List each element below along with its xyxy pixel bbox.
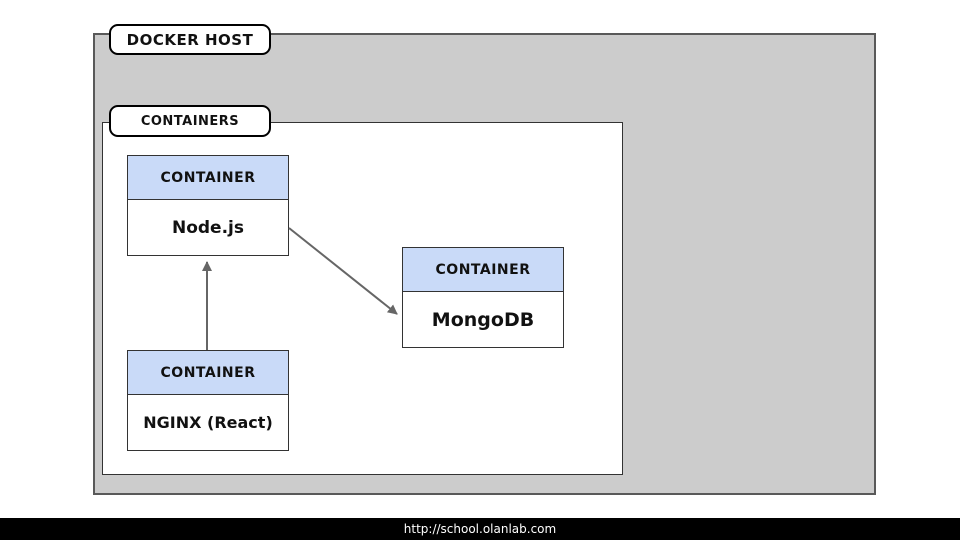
- container-box-nodejs: CONTAINER Node.js: [127, 155, 289, 256]
- footer-bar: http://school.olanlab.com: [0, 518, 960, 540]
- container-header-nodejs: CONTAINER: [128, 156, 288, 200]
- docker-host-label: DOCKER HOST: [109, 24, 271, 55]
- footer-url: http://school.olanlab.com: [403, 522, 557, 536]
- containers-label-text: CONTAINERS: [140, 113, 240, 129]
- container-header-nginx: CONTAINER: [128, 351, 288, 395]
- container-name-mongodb: MongoDB: [431, 308, 535, 331]
- container-name-nginx: NGINX (React): [143, 413, 273, 432]
- docker-host-label-text: DOCKER HOST: [126, 30, 254, 49]
- container-name-nodejs: Node.js: [171, 217, 244, 238]
- containers-label: CONTAINERS: [109, 105, 271, 137]
- container-box-mongodb: CONTAINER MongoDB: [402, 247, 564, 348]
- container-header-mongodb: CONTAINER: [403, 248, 563, 292]
- container-box-nginx: CONTAINER NGINX (React): [127, 350, 289, 451]
